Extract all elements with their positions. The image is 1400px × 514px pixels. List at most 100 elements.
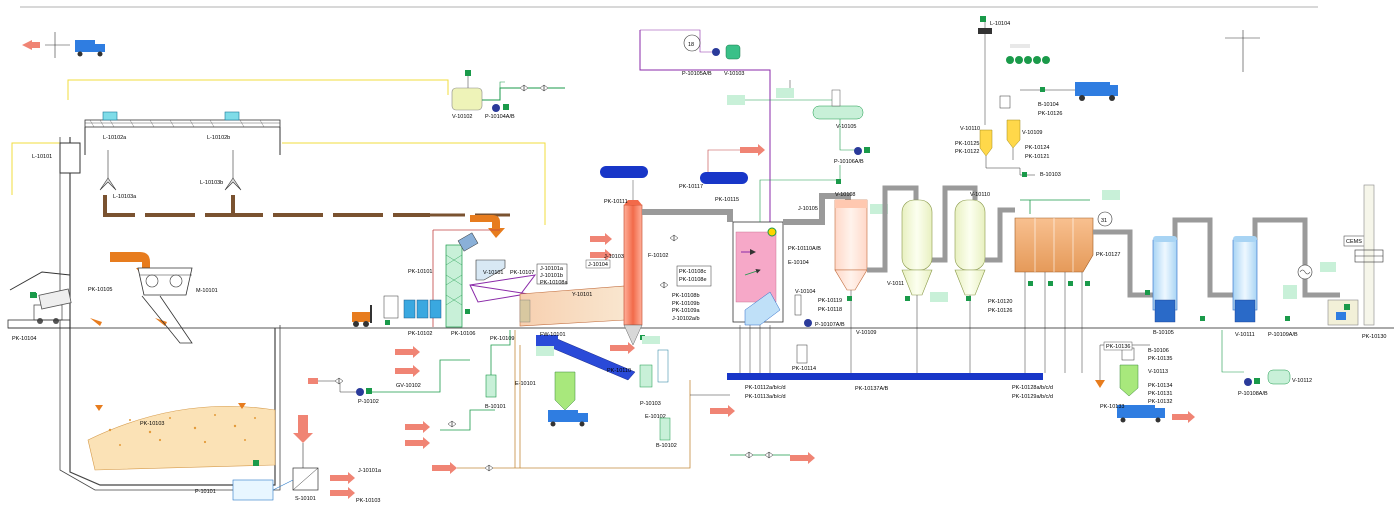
j10102ab-label: J-10102a/b [672, 316, 700, 322]
pk10131-label: PK-10131 [1148, 391, 1172, 397]
j10101a-bottom-label: J-10101a [358, 468, 382, 474]
p10105-label: P-10105A/B [682, 71, 712, 77]
pk10127-label: PK-10127 [1096, 252, 1120, 258]
pk10109a-label: PK-10109a [672, 308, 700, 314]
pk10128-label: PK-10128a/b/c/d [1012, 385, 1053, 391]
j10103-label: J-10103 [604, 254, 624, 260]
feed-hopper-v10101 [457, 232, 537, 303]
inlet-arrows [405, 233, 612, 474]
drum-v10105 [727, 88, 870, 155]
s10101-label: S-10101 [295, 496, 316, 502]
water-treatment [232, 415, 319, 501]
m10101-label: M-10101 [196, 288, 218, 294]
pk10103-label: PK-10103 [140, 421, 164, 427]
flue-duct-3 [1093, 229, 1163, 298]
scrubber-b10105 [1152, 236, 1178, 323]
pk10111-label: PK-10111 [604, 199, 628, 205]
b10103-label: B-10103 [1040, 172, 1061, 178]
crane-cabin [59, 142, 81, 174]
e10104-label: E-10104 [788, 260, 809, 266]
v10110-label: V-10110 [970, 192, 990, 198]
fw10101-label: FW-10101 [540, 332, 566, 338]
axis-marker-top-right [1225, 30, 1260, 72]
pk10120-label: PK-10120 [988, 299, 1012, 305]
pk10129-label: PK-10129a/b/c/d [1012, 394, 1053, 400]
purple-pipe [639, 30, 771, 225]
blue-tank-upper [600, 166, 648, 178]
pk10109b-label: PK-10109b [672, 301, 700, 307]
j10101b-label: J-10101b [540, 273, 563, 279]
pk10110-label: PK-10110 [607, 368, 631, 374]
p10103-label: P-10103 [640, 401, 661, 407]
p10104-label: P-10104A/B [485, 114, 515, 120]
ash-truck [548, 371, 588, 427]
v10110-top-label: V-10110 [960, 126, 980, 132]
j10101a-label: J-10101a [540, 266, 564, 272]
pk10106-label: PK-10106 [451, 331, 475, 337]
p10101-label: P-10101 [195, 489, 216, 495]
brown-conveyor [103, 195, 430, 217]
flue-duct-2 [783, 193, 851, 225]
scrubber-v10111 [1232, 236, 1258, 323]
pk10101-label: PK-10101 [408, 269, 432, 275]
l10102a-label: L-10102a [103, 135, 127, 141]
b10105-label: B-10105 [1153, 330, 1174, 336]
p10107-label: P-10107A/B [815, 322, 845, 328]
circle18-label: 18 [688, 42, 694, 48]
secondary-combustion-chamber [623, 180, 643, 346]
j10104-label: J-10104 [588, 262, 608, 268]
valves [334, 84, 774, 472]
v10102-label: V-10102 [452, 114, 473, 120]
pk10126-label: PK-10126 [988, 308, 1012, 314]
blower-b10101 [485, 330, 511, 398]
v10113-label: V-10113 [1148, 369, 1168, 375]
pk10110ab-label: PK-10110A/B [788, 246, 821, 252]
pk10107-label: PK-10107 [510, 270, 534, 276]
chemical-drums [383, 295, 442, 319]
pk10124-label: PK-10124 [1025, 145, 1049, 151]
pk10103-bottom-label: PK-10103 [356, 498, 380, 504]
v10104-label: V-10104 [795, 289, 816, 295]
p10103-equipment [639, 349, 669, 388]
circle31-label: 31 [1101, 218, 1107, 224]
yellow-frame [11, 142, 60, 195]
truck-legend [22, 32, 105, 58]
reactor-v1011 [901, 199, 933, 296]
v10109-top-label: V-10109 [1022, 130, 1043, 136]
pk10108b-label: PK-10108b [672, 293, 700, 299]
pk10133-label: PK-10133 [1100, 404, 1124, 410]
rotary-kiln [519, 285, 626, 327]
pk10126-top-label: PK-10126 [1038, 111, 1062, 117]
b10106-label: B-10106 [1148, 348, 1169, 354]
pk10115-label: PK-10115 [715, 197, 739, 203]
pk10118-label: PK-10118 [818, 307, 842, 313]
l10101-label: L-10101 [32, 154, 52, 160]
cems-label: CEMS [1346, 239, 1362, 245]
p10109-label: P-10109A/B [1268, 332, 1298, 338]
fly-ash-system [1095, 344, 1195, 423]
e10101-label: E-10101 [515, 381, 536, 387]
grab-bucket-a [99, 150, 117, 191]
flue-duct-1 [642, 209, 733, 222]
l10103b-label: L-10103b [200, 180, 223, 186]
pk10113-label: PK-10113a/b/c/d [745, 394, 786, 400]
pk10112-label: PK-10112a/b/c/d [745, 385, 786, 391]
pk10104-label: PK-10104 [12, 336, 36, 342]
shredder [137, 267, 193, 344]
pk10136-label: PK-10136 [1106, 344, 1130, 350]
p10102-label: P-10102 [358, 399, 379, 405]
pk10122-label: PK-10122 [955, 149, 979, 155]
pk10117-label: PK-10117 [679, 184, 703, 190]
pk10108a-label: PK-10108a [540, 280, 568, 286]
pk10119-label: PK-10119 [818, 298, 842, 304]
b10101-label: B-10101 [485, 404, 506, 410]
v10109-label: V-10109 [856, 330, 877, 336]
pk10137-label: PK-10137A/B [855, 386, 889, 392]
truck-top-right [1020, 82, 1118, 101]
b10102-label: B-10102 [656, 443, 677, 449]
v10108-label: V-10108 [835, 192, 856, 198]
v10105-label: V-10105 [836, 124, 857, 130]
slag-conveyor [536, 335, 636, 381]
pk10135-label: PK-10135 [1148, 356, 1172, 362]
